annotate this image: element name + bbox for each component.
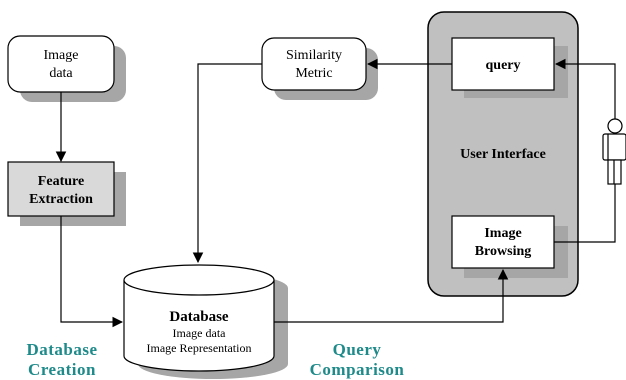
caption-query-comparison-line1: Query [333, 340, 382, 359]
image-browsing-line1: Image [484, 226, 521, 241]
person-icon [602, 118, 626, 185]
connectors [55, 58, 616, 328]
similarity-metric-node: Similarity Metric [261, 37, 378, 100]
database-line1: Image data [173, 326, 227, 340]
image-browsing-line2: Browsing [475, 244, 532, 259]
arrow-similarity-to-database [192, 63, 262, 264]
similarity-metric-line2: Metric [295, 66, 332, 81]
image-data-line2: data [49, 66, 73, 81]
connector-browsing-to-person [554, 184, 616, 243]
database-title: Database [169, 309, 229, 325]
arrow-person-to-query [554, 58, 616, 119]
arrow-database-to-browsing [274, 268, 509, 323]
feature-extraction-node: Feature Extraction [7, 161, 126, 226]
feature-extraction-line1: Feature [38, 174, 84, 189]
user-interface-label: User Interface [460, 147, 546, 162]
image-browsing-node: Image Browsing [451, 215, 568, 278]
caption-query-comparison: Query Comparison [310, 340, 405, 379]
caption-database-creation-line1: Database [26, 340, 97, 359]
image-data-node: Image data [7, 35, 126, 102]
database-node: Database Image data Image Representation [123, 264, 288, 379]
caption-database-creation-line2: Creation [28, 360, 96, 379]
database-line2: Image Representation [147, 341, 252, 355]
feature-extraction-line2: Extraction [29, 192, 93, 207]
caption-query-comparison-line2: Comparison [310, 360, 405, 379]
caption-database-creation: Database Creation [26, 340, 97, 379]
query-node: query [451, 37, 568, 98]
query-label: query [486, 58, 521, 73]
similarity-metric-line1: Similarity [286, 48, 342, 63]
image-data-line1: Image [44, 48, 79, 63]
arrow-feature-to-database [60, 216, 124, 328]
